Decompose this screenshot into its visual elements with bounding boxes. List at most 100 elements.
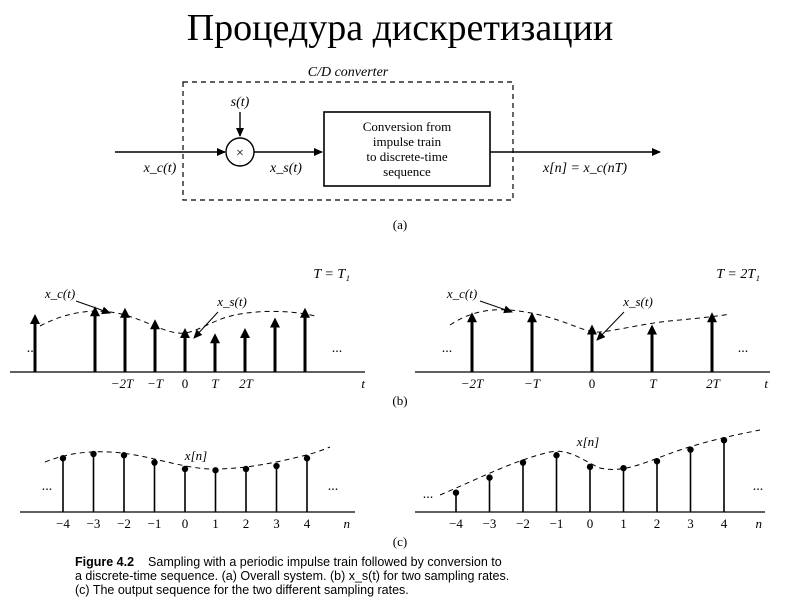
cd-converter-frame (182, 81, 514, 201)
c-right-envelope (439, 429, 761, 496)
b-right-tick-minus-t: −T (524, 376, 541, 391)
b-left-arrowhead-6 (240, 328, 250, 338)
c-left-point-6 (242, 465, 250, 473)
conversion-block-line-3: to discrete-time (366, 149, 447, 164)
c-left-point-4 (181, 465, 189, 473)
conversion-block-line-1: Conversion from (363, 119, 451, 134)
b-left-impulse-pointer (193, 311, 219, 339)
c-right-point-0 (452, 489, 460, 496)
c-right-tick-2: −2 (516, 516, 530, 531)
figure-caption: Figure 4.2 Sampling with a periodic impul… (75, 555, 775, 597)
c-right-tick-5: 1 (620, 516, 627, 531)
caption-line-2: a discrete-time sequence. (a) Overall sy… (75, 569, 510, 583)
b-right-dots-end: ... (738, 341, 749, 356)
b-right-tick-0: 0 (589, 376, 596, 391)
c-right-tick-3: −1 (550, 516, 564, 531)
input-signal-label: x_c(t) (143, 161, 177, 176)
c-left-dots-start: ... (42, 479, 53, 494)
caption-line-1: Sampling with a periodic impulse train f… (148, 555, 502, 569)
c-right-tick-4: 0 (587, 516, 594, 531)
c-left-point-7 (273, 462, 280, 470)
c-right-tick-7: 3 (687, 516, 694, 531)
b-left-arrowhead-2 (120, 307, 130, 318)
caption-figure-number: Figure 4.2 (75, 555, 135, 569)
c-right-point-3 (553, 452, 560, 459)
b-left-tick-t: T (211, 376, 219, 391)
b-right-arrowhead-4 (707, 312, 717, 323)
c-right-dots-end: ... (753, 479, 764, 494)
c-left-tick-2: −2 (117, 516, 131, 531)
c-left-point-8 (303, 455, 311, 462)
c-left-sequence-label: x[n] (184, 448, 207, 463)
c-right-point-4 (586, 463, 594, 471)
b-left-arrowhead-0 (30, 314, 40, 324)
b-left-arrowhead-7 (270, 317, 280, 328)
right-period-label: T = 2T₁ (716, 267, 760, 282)
c-left-axis-label: n (344, 516, 351, 531)
c-right-point-1 (486, 474, 493, 481)
c-right-point-7 (687, 446, 694, 453)
c-left-tick-5: 1 (212, 516, 219, 531)
b-left-impulse-label: x_s(t) (216, 294, 247, 309)
b-left-envelope-label: x_c(t) (44, 286, 75, 301)
b-left-tick-minus-t: −T (147, 376, 164, 391)
c-left-point-5 (212, 467, 219, 474)
cd-converter-label: C/D converter (308, 65, 389, 80)
c-left-tick-4: 0 (182, 516, 189, 531)
b-left-tick-2t: 2T (239, 376, 254, 391)
b-right-impulses (467, 312, 717, 372)
b-left-axis-label: t (361, 376, 365, 391)
c-left-tick-1: −3 (87, 516, 101, 531)
b-right-tick-2t: 2T (706, 376, 721, 391)
c-left-dots-end: ... (328, 479, 339, 494)
b-right-impulse-pointer (596, 311, 625, 341)
conversion-block-line-4: sequence (383, 164, 431, 179)
c-left-point-1 (90, 450, 97, 458)
b-right-arrowhead-1 (527, 312, 537, 323)
c-right-point-8 (720, 436, 728, 444)
label-a: (a) (393, 217, 407, 232)
b-left-arrowhead-5 (210, 333, 220, 344)
c-left-tick-3: −1 (148, 516, 162, 531)
c-left-tick-8: 4 (304, 516, 311, 531)
c-right-tick-0: −4 (449, 516, 463, 531)
c-left-tick-7: 3 (273, 516, 280, 531)
page-title: Процедура дискретизации (186, 7, 614, 49)
b-right-arrowhead-0 (467, 312, 477, 323)
b-left-tick-0: 0 (182, 376, 189, 391)
c-right-tick-8: 4 (721, 516, 728, 531)
b-left-impulses (30, 306, 310, 372)
b-right-tick-t: T (649, 376, 657, 391)
label-b: (b) (392, 393, 407, 408)
b-left-arrowhead-3 (150, 319, 160, 330)
c-left-envelope (44, 446, 331, 470)
c-left-tick-labels: −4 −3 −2 −1 0 1 2 3 4 (56, 516, 311, 531)
b-left-tick-minus-2t: −2T (111, 376, 134, 391)
conversion-block-line-2: impulse train (373, 134, 442, 149)
c-left-point-3 (151, 459, 158, 466)
conversion-block (323, 111, 491, 187)
c-right-dots-start: ... (423, 487, 434, 502)
c-right-tick-6: 2 (654, 516, 661, 531)
c-left-tick-0: −4 (56, 516, 70, 531)
c-left-point-2 (120, 452, 128, 459)
c-right-point-5 (620, 464, 627, 472)
b-left-arrowhead-8 (300, 307, 310, 318)
c-left-samples (59, 450, 311, 512)
b-left-arrowhead-4 (180, 328, 190, 338)
multiplier-output-label: x_s(t) (269, 161, 302, 176)
sampling-signal-label: s(t) (231, 95, 250, 110)
left-period-label: T = T₁ (313, 267, 350, 282)
b-right-impulse-label: x_s(t) (622, 294, 653, 309)
c-right-point-6 (653, 458, 661, 465)
b-left-dots-start: ... (27, 341, 38, 356)
c-left-tick-6: 2 (243, 516, 250, 531)
b-right-envelope-label: x_c(t) (446, 286, 477, 301)
b-right-arrowhead-3 (647, 324, 657, 335)
b-left-dots-end: ... (332, 341, 343, 356)
b-right-tick-minus-2t: −2T (461, 376, 484, 391)
output-signal-label: x[n] = x_c(nT) (542, 161, 627, 176)
c-right-axis-label: n (756, 516, 763, 531)
